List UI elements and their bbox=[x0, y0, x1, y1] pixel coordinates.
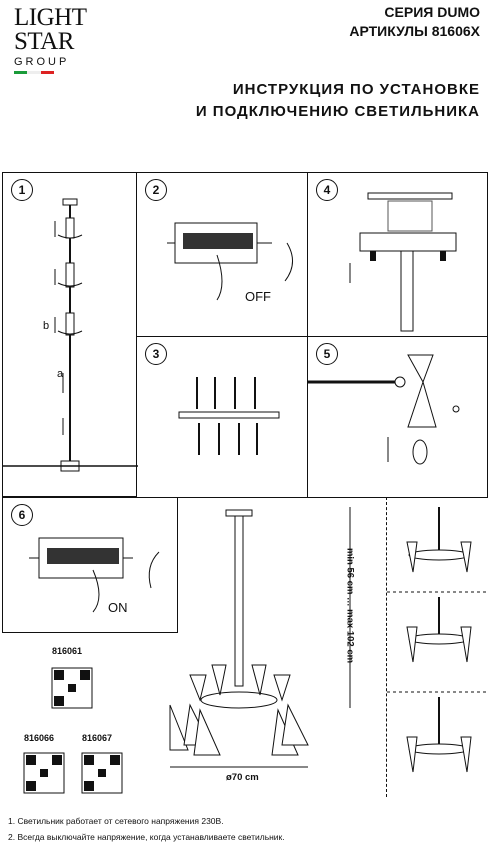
chandelier-diagram bbox=[169, 509, 309, 768]
step3-number: 3 bbox=[145, 343, 167, 365]
step1-number: 1 bbox=[11, 179, 33, 201]
step3-bracket-diagram bbox=[178, 377, 280, 455]
note-2: 2. Всегда выключайте напряжение, когда у… bbox=[8, 832, 285, 842]
step1-label-b: b bbox=[43, 320, 50, 332]
step3-panel: 3 bbox=[136, 336, 308, 498]
brand-line2: STAR bbox=[14, 28, 74, 55]
step1-label-a: a bbox=[57, 368, 64, 380]
step2-number: 2 bbox=[145, 179, 167, 201]
step4-panel: 4 bbox=[307, 172, 488, 337]
title-line1: ИНСТРУКЦИЯ ПО УСТАНОВКЕ bbox=[232, 81, 480, 98]
variant-diagrams bbox=[387, 507, 489, 773]
width-dimension-label: ø70 cm bbox=[226, 772, 259, 783]
height-dimension: min 56 cm … max 102 cm bbox=[343, 505, 357, 710]
code-816066: 816066 bbox=[24, 733, 55, 743]
height-dimension-label: min 56 cm … max 102 cm bbox=[344, 547, 356, 664]
step5-panel: 5 bbox=[307, 336, 488, 498]
qr-code-icon bbox=[51, 667, 93, 709]
flag-stripe bbox=[14, 71, 54, 74]
step4-number: 4 bbox=[316, 179, 338, 201]
brand-line1: LIGHT bbox=[14, 4, 87, 31]
step5-shade-diagram bbox=[308, 354, 460, 465]
step6-panel: 6 ON bbox=[2, 497, 178, 633]
step1-panel: 1 a b bbox=[2, 172, 138, 497]
code-816061: 816061 bbox=[52, 646, 83, 656]
step6-breaker-diagram bbox=[29, 537, 160, 613]
instruction-title: ИНСТРУКЦИЯ ПО УСТАНОВКЕ И ПОДКЛЮЧЕНИЮ СВ… bbox=[196, 79, 480, 123]
articles-title: АРТИКУЛЫ 81606X bbox=[349, 23, 480, 39]
step2-breaker-diagram bbox=[167, 222, 293, 301]
step2-off-label: OFF bbox=[245, 289, 271, 304]
step6-on-label: ON bbox=[108, 600, 128, 615]
height-dimension-line bbox=[349, 507, 351, 708]
step2-panel: 2 OFF bbox=[136, 172, 308, 337]
brand-line3: GROUP bbox=[14, 56, 70, 68]
step6-number: 6 bbox=[11, 504, 33, 526]
code-816067: 816067 bbox=[82, 733, 113, 743]
series-title: СЕРИЯ DUMO bbox=[384, 4, 480, 20]
title-line2: И ПОДКЛЮЧЕНИЮ СВЕТИЛЬНИКА bbox=[195, 103, 480, 120]
step1-diagram bbox=[3, 198, 138, 472]
note-1: 1. Светильник работает от сетевого напря… bbox=[8, 816, 224, 826]
qr-code-icon bbox=[81, 752, 123, 794]
brand-logo: LIGHT STAR GROUP bbox=[14, 4, 94, 74]
step5-number: 5 bbox=[316, 343, 338, 365]
qr-code-icon bbox=[23, 752, 65, 794]
variants-column bbox=[386, 497, 489, 797]
step4-mount-diagram bbox=[349, 192, 457, 332]
